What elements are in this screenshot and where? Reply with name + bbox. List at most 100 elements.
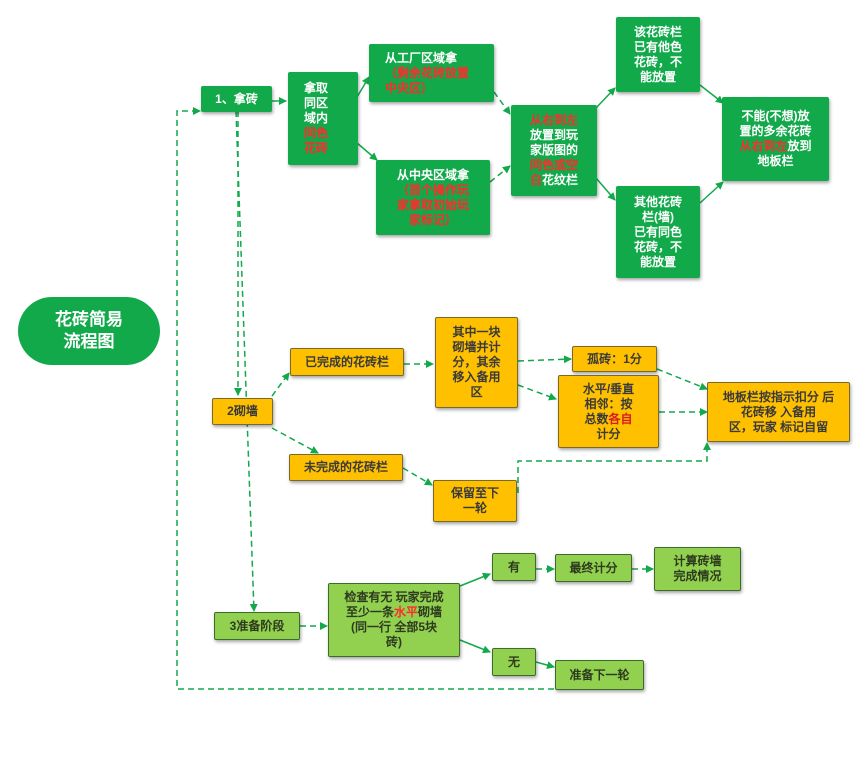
adjacent-line-4: 计分 (596, 426, 621, 441)
arrow-move-to-adjacent (517, 384, 557, 401)
check-line-4: 砖) (386, 635, 402, 649)
arrow-center-to-place (489, 165, 511, 183)
floor-line-1: 地板栏按指示扣分 后 (722, 389, 835, 404)
floor-line-3: 区，玩家 标记自留 (728, 419, 829, 434)
floor-line-2: 花砖移 入备用 (740, 404, 817, 419)
keep-line-2: 一轮 (462, 501, 487, 515)
move-one-line-3: 分，其余 (452, 355, 501, 369)
wall-same-line-4: 花砖，不 (633, 239, 682, 254)
overflow-line-1: 不能(不想)放 (741, 109, 810, 123)
adjacent-line-1: 水平/垂直 (582, 381, 635, 396)
step1-label: 1、拿砖 (201, 86, 272, 112)
arrow-check-to-no (459, 639, 491, 654)
step1-label-text: 1、拿砖 (215, 91, 258, 106)
next-round-box: 准备下一轮 (555, 660, 644, 690)
next-round-text: 准备下一轮 (569, 667, 630, 682)
take-line-5: 花砖 (304, 141, 329, 155)
check-row-box: 检查有无 玩家完成 至少一条水平砌墙 (同一行 全部5块 砖) (328, 583, 460, 657)
arrow-isolated-to-floor (656, 368, 708, 391)
arrow-row-other-to-overflow (699, 84, 724, 104)
arrow-no-to-next (535, 661, 555, 669)
center-line-1: 从中央区域拿 (396, 167, 469, 182)
place-line-2: 放置到玩 (529, 128, 578, 142)
move-one-line-1: 其中一块 (452, 325, 501, 339)
center-line-4: 家标记） (408, 212, 457, 227)
adjacent-line-2: 相邻：按 (584, 396, 633, 411)
overflow-box: 不能(不想)放 置的多余花砖 从右到左放到 地板栏 (722, 97, 829, 181)
arrow-label1-to-label3 (235, 110, 258, 612)
take-line-4: 同色 (304, 126, 329, 140)
check-line-1: 检查有无 玩家完成 (344, 590, 444, 604)
no-text: 无 (507, 654, 520, 669)
wall-calc-line-1: 计算砖墙 (673, 554, 722, 568)
move-one-line-2: 砌墙并计 (452, 340, 501, 354)
arrow-factory-to-place (493, 91, 511, 115)
row-other-color-box: 该花砖栏 已有他色 花砖，不 能放置 (616, 17, 700, 92)
row-other-line-1: 该花砖栏 (633, 24, 682, 39)
check-line-2: 至少一条水平砌墙 (344, 605, 443, 620)
take-line-2: 同区 (304, 96, 329, 110)
factory-box: 从工厂区域拿 （剩余花砖放置 中央区） (369, 44, 494, 102)
yes-text: 有 (507, 559, 520, 574)
place-line-5: 白花纹栏 (530, 173, 578, 188)
take-line-3: 域内 (304, 111, 329, 125)
title-line-2: 流程图 (63, 332, 115, 351)
step2-label-text: 2砌墙 (227, 404, 258, 418)
floor-line-box: 地板栏按指示扣分 后 花砖移 入备用 区，玩家 标记自留 (707, 382, 850, 442)
step3-label: 3准备阶段 (214, 612, 300, 640)
adjacent-line-3-rest: 总数 (584, 411, 609, 426)
flowchart-title: 花砖简易 流程图 (18, 297, 160, 365)
check-line-2-red: 水平 (393, 605, 418, 619)
isolated-tile-text: 孤砖：1分 (587, 351, 642, 366)
keep-line-1: 保留至下 (450, 486, 499, 500)
arrow-loop-back (176, 107, 554, 690)
final-score-text: 最终计分 (569, 560, 618, 575)
wall-same-line-3: 已有同色 (633, 224, 682, 239)
row-other-line-3: 花砖，不 (633, 54, 682, 69)
wall-same-line-2: 栏(墙) (641, 209, 674, 224)
take-same-color-box: 拿取 同区 域内 同色 花砖 (288, 72, 358, 165)
overflow-line-3-red: 从右到左 (739, 139, 788, 153)
adjacent-line-3: 总数各自 (583, 412, 634, 427)
place-line-3: 家版图的 (529, 143, 578, 157)
completed-row-text: 已完成的花砖栏 (304, 354, 389, 369)
arrow-incomplete-to-keep (402, 467, 433, 486)
check-line-2-a: 至少一条 (345, 605, 394, 619)
arrow-take-to-factory (356, 76, 370, 98)
step3-label-text: 3准备阶段 (229, 618, 285, 633)
arrow-place-to-row-other (595, 87, 616, 109)
overflow-line-3-rest: 放到 (787, 139, 812, 153)
check-line-3: (同一行 全部5块 (350, 620, 437, 634)
arrow-place-to-wall-same (595, 177, 616, 201)
overflow-line-4: 地板栏 (757, 154, 794, 168)
factory-line-3: 中央区） (385, 80, 434, 95)
move-one-line-5: 区 (470, 385, 483, 399)
overflow-line-2: 置的多余花砖 (739, 124, 812, 138)
completed-row-box: 已完成的花砖栏 (290, 348, 404, 376)
row-other-line-2: 已有他色 (633, 39, 682, 54)
move-one-box: 其中一块 砌墙并计 分，其余 移入备用 区 (435, 317, 518, 408)
incomplete-row-box: 未完成的花砖栏 (289, 454, 403, 481)
center-box: 从中央区域拿 （首个操作玩 家拿取初始玩 家标记） (376, 160, 490, 235)
adjacent-line-3-red: 各自 (608, 411, 633, 426)
no-box: 无 (492, 648, 536, 676)
arrow-wall-same-to-overflow (699, 181, 724, 204)
wall-calc-box: 计算砖墙 完成情况 (654, 547, 741, 591)
center-line-2: （首个操作玩 (396, 182, 469, 197)
step2-label: 2砌墙 (212, 398, 273, 425)
arrow-check-to-yes (459, 572, 491, 587)
title-line-1: 花砖简易 (55, 310, 123, 329)
center-line-3: 家拿取初始玩 (396, 197, 469, 212)
isolated-tile-box: 孤砖：1分 (572, 346, 657, 372)
adjacent-tile-box: 水平/垂直 相邻：按 总数各自 计分 (558, 375, 659, 448)
wall-same-line-5: 能放置 (639, 254, 676, 269)
place-box: 从右到左 放置到玩 家版图的 同色或空 白花纹栏 (511, 105, 597, 196)
arrow-keep-to-floor (517, 442, 711, 493)
wall-same-color-box: 其他花砖 栏(墙) 已有同色 花砖，不 能放置 (616, 186, 700, 278)
place-line-5-red: 白 (529, 173, 542, 187)
place-line-5-rest: 花纹栏 (542, 173, 579, 187)
yes-box: 有 (492, 553, 536, 581)
row-other-line-4: 能放置 (639, 69, 676, 84)
arrow-label2-to-incomplete (271, 427, 319, 454)
